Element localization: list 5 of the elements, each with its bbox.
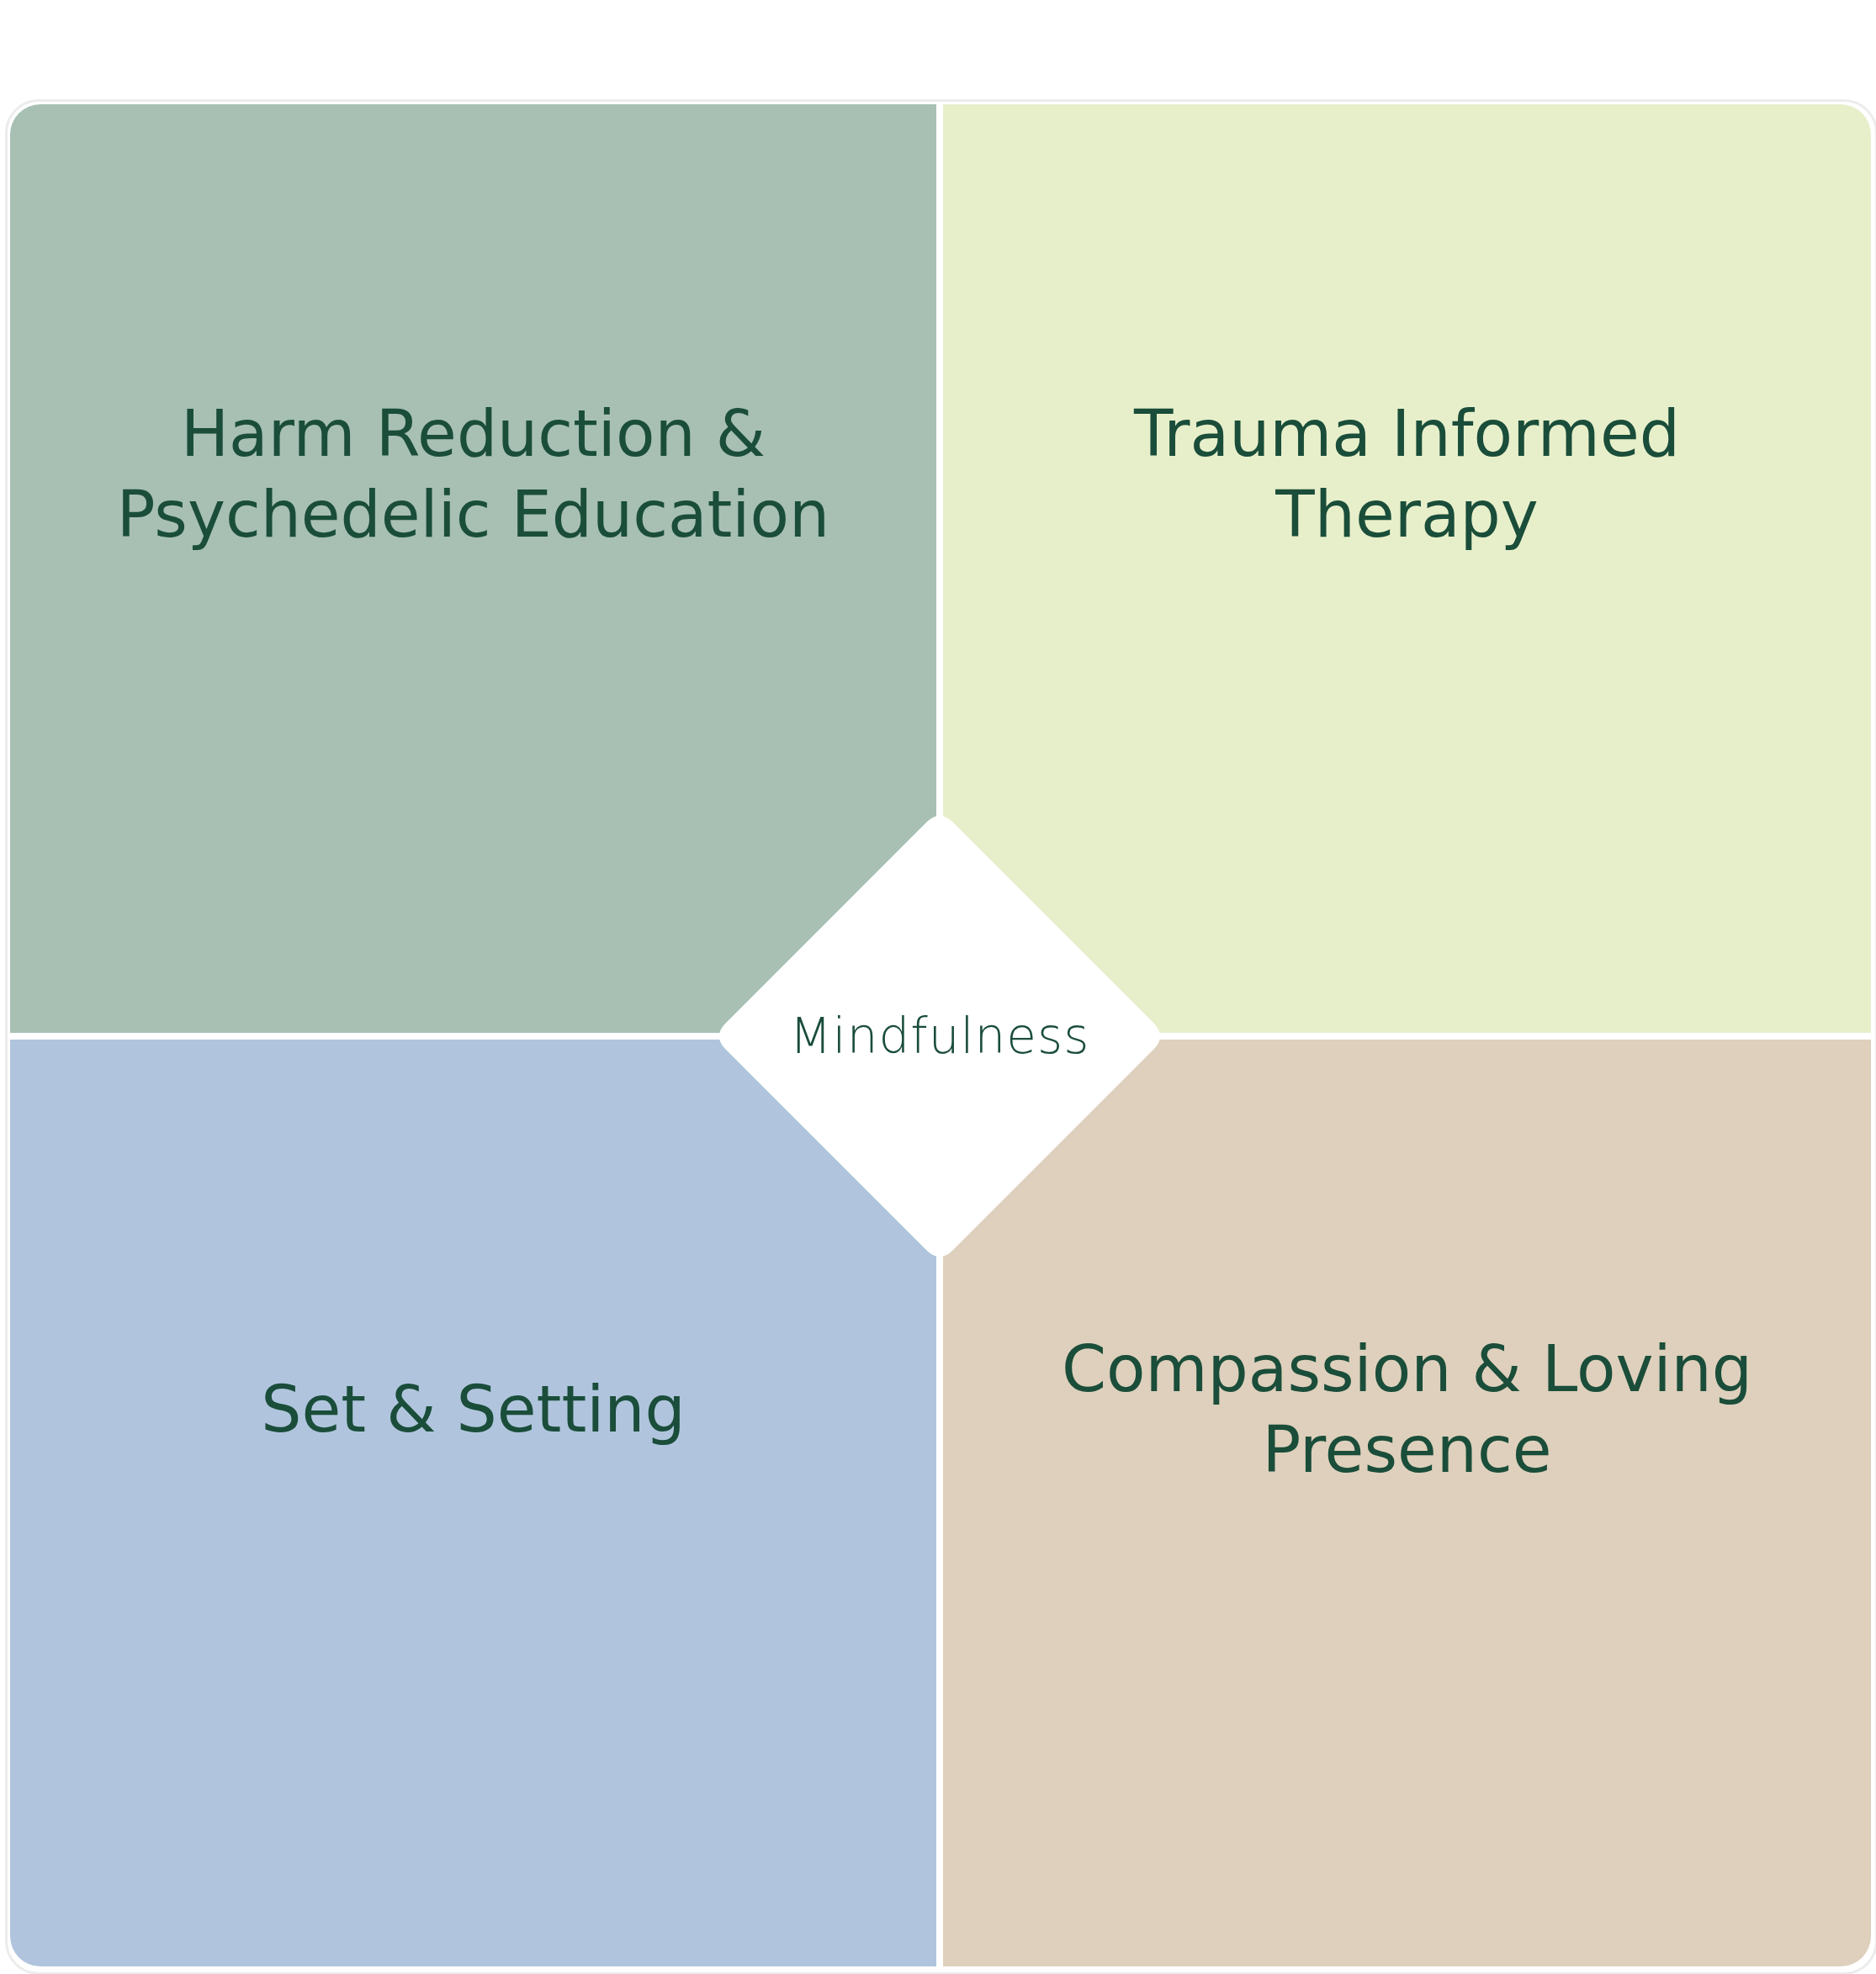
diamond-label: Mindfulness — [789, 1008, 1090, 1065]
quadrant-title: Set & Setting — [261, 1371, 686, 1448]
quadrant-title: Harm Reduction & Psychedelic Education — [115, 395, 831, 553]
quadrant-title: Compassion & Loving Presence — [1061, 1331, 1753, 1489]
quadrant-title: Trauma Informed Therapy — [1132, 395, 1681, 553]
